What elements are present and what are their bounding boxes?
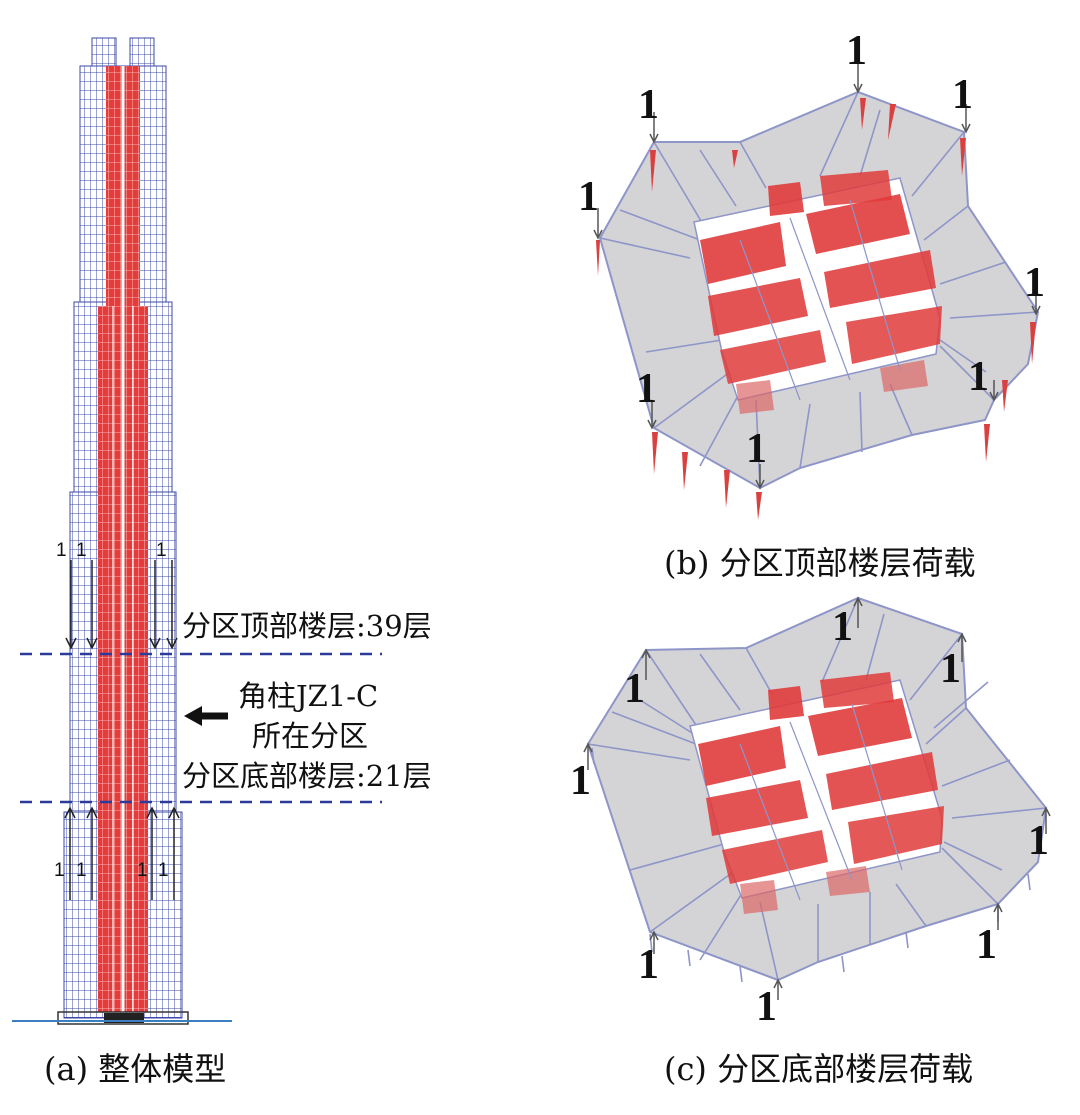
caption-c: (c) 分区底部楼层荷载 [664,1050,974,1088]
floor-bottom-load-label: 1 [638,942,659,988]
floor-top-load-label: 1 [968,354,989,400]
core-walls-bottom [689,672,944,914]
floor-top-load-label: 1 [952,72,973,118]
floor-top-load-label: 1 [746,426,767,472]
tower-load-label: 1 [137,860,148,881]
core-walls-top [693,170,942,414]
tower-load-label: 1 [156,540,167,561]
zone-bottom-floor-label: 分区底部楼层:21层 [182,759,432,793]
column-pointer-arrow [184,706,228,726]
zone-top-floor-label: 分区顶部楼层:39层 [182,609,432,643]
floor-top-load-arrows [593,62,1041,490]
tower-load-label: 1 [56,540,67,561]
tower-load-label: 1 [76,540,87,561]
column-zone-label: 所在分区 [252,719,369,753]
floor-beams-top [599,91,1039,489]
floor-bottom-load-label: 1 [570,758,591,804]
floor-bottom-load-label: 1 [756,984,777,1030]
floor-bottom-load-label: 1 [1028,818,1049,864]
floor-bottom-load-label: 1 [940,646,961,692]
floor-top-load-label: 1 [638,82,659,128]
floor-top-load-label: 1 [846,28,867,74]
tower-load-label: 1 [158,860,169,881]
tower-bottom-load-arrows [64,806,180,900]
base-block [104,1013,144,1023]
floor-bottom-load-label: 1 [832,604,853,650]
floor-beams-bottom [587,597,1047,981]
floor-top-load-label: 1 [578,174,599,220]
caption-a: (a) 整体模型 [44,1050,227,1088]
tower-base [57,1011,189,1025]
floor-top-load-label: 1 [1024,260,1045,306]
tower-load-label: 1 [76,860,87,881]
floor-top-load-label: 1 [636,366,657,412]
floor-bottom-load-label: 1 [976,922,997,968]
spire-left [91,37,117,69]
column-wedges-top [596,98,1036,520]
floor-bottom-load-label: 1 [624,666,645,712]
tower-load-label: 1 [54,860,65,881]
corner-column-label: 角柱JZ1-C [238,679,379,713]
column-stubs-bottom [591,747,1031,983]
floor-bottom-load-arrows [583,596,1051,1000]
tower-top-load-arrows [65,560,178,650]
caption-b: (b) 分区顶部楼层荷载 [664,544,976,582]
